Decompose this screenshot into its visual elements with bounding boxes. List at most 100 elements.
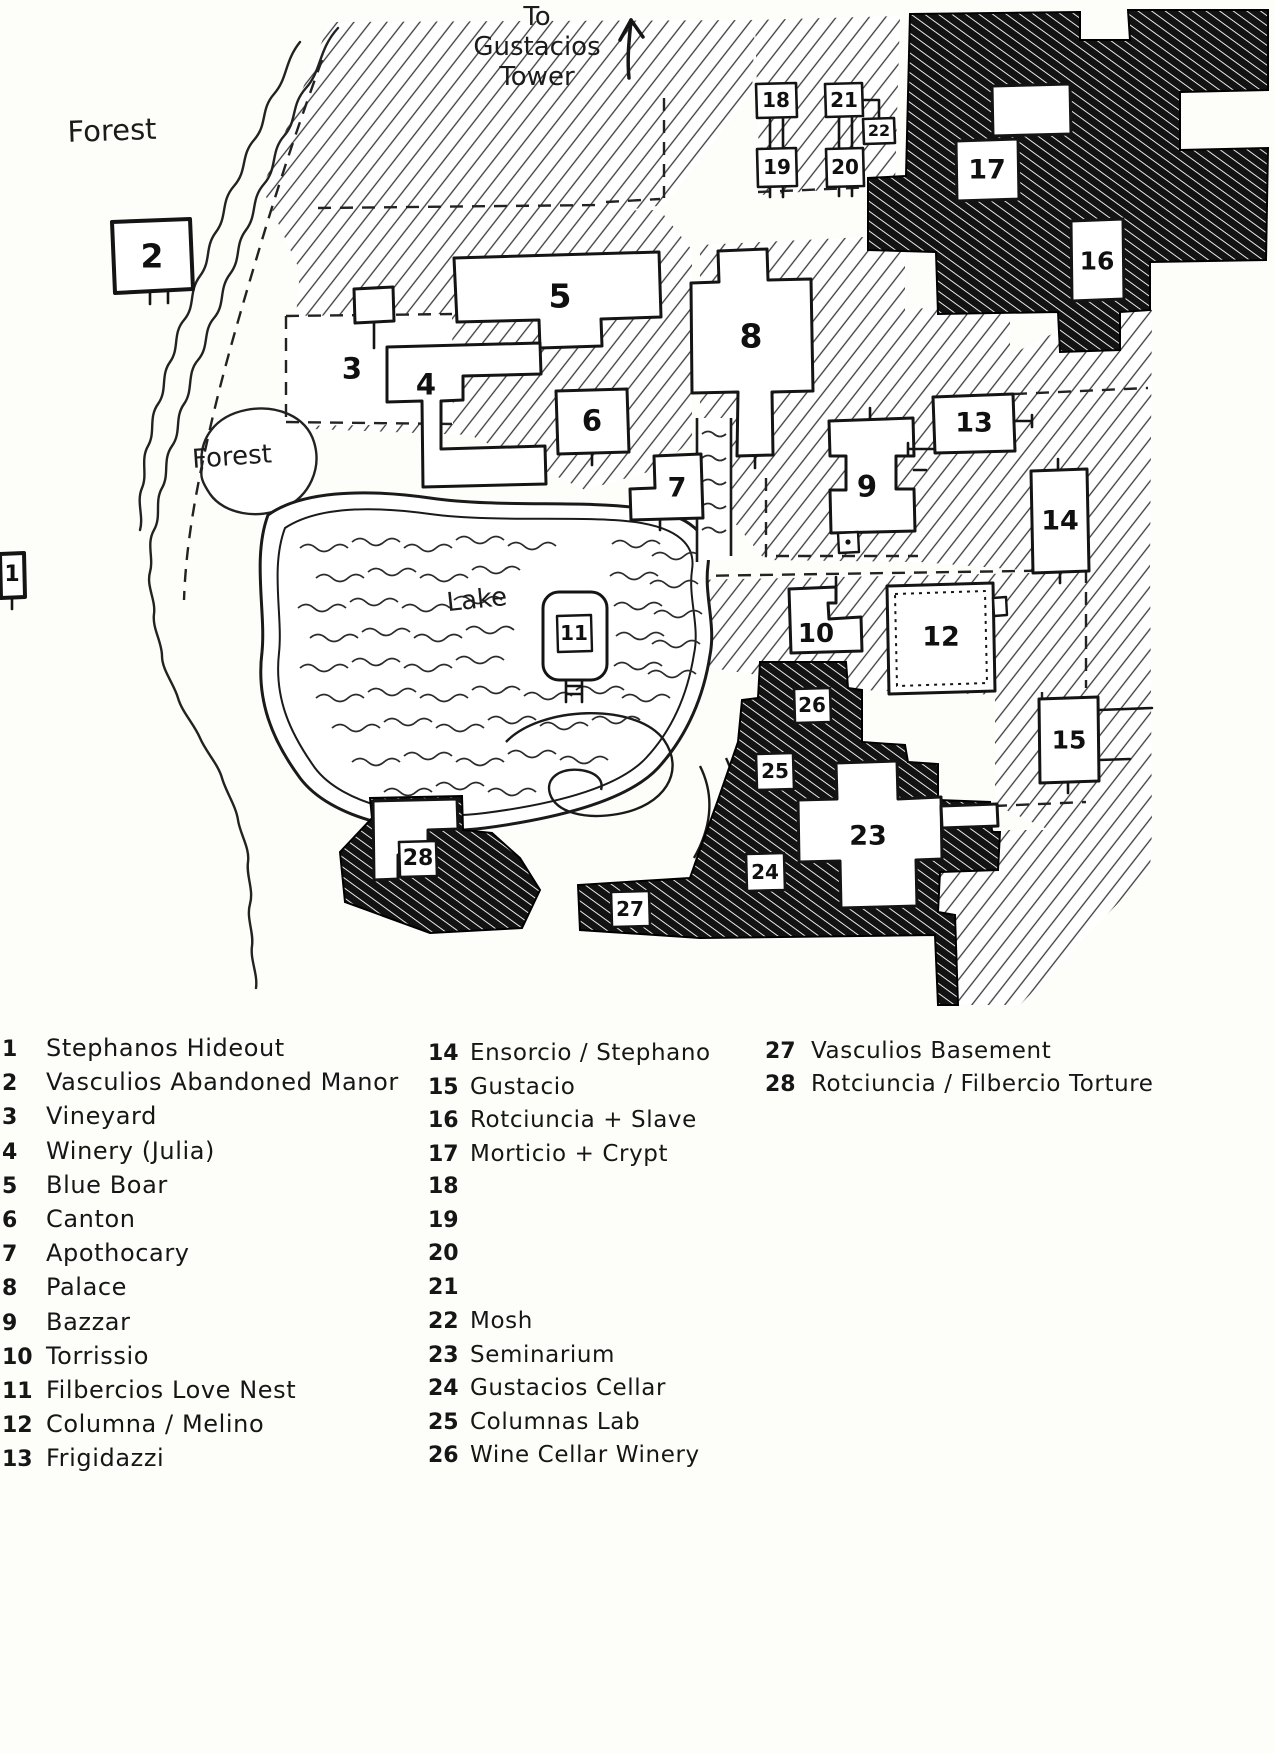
legend-item-label: Vasculios Basement xyxy=(811,1038,1052,1064)
black-district-north xyxy=(867,9,1270,354)
building-13 xyxy=(931,392,1017,455)
building-12-stones xyxy=(894,590,988,687)
legend-item: 22 Mosh xyxy=(428,1308,763,1342)
marker-box-20 xyxy=(824,146,866,189)
marker-25: 25 xyxy=(761,759,789,783)
legend-item: 15 Gustacio xyxy=(428,1074,763,1108)
building-16 xyxy=(1069,217,1126,303)
marker-9: 9 xyxy=(856,469,878,504)
building-top-white xyxy=(990,82,1073,138)
building-6 xyxy=(554,387,631,456)
marker-16: 16 xyxy=(1079,246,1115,276)
marker-box-28 xyxy=(397,839,439,879)
legend-item: 21 xyxy=(428,1275,763,1309)
legend-item-number: 10 xyxy=(2,1344,33,1370)
legend-item-label: Apothocary xyxy=(46,1239,190,1268)
building-23 xyxy=(796,759,944,910)
legend-item-label: Mosh xyxy=(470,1308,533,1334)
legend-item-number: 14 xyxy=(428,1041,459,1066)
legend-item: 17 Morticio + Crypt xyxy=(428,1141,763,1175)
map-area: To Gustacios Tower Forest Forest Lake 1 … xyxy=(0,2,1270,1006)
direction-note: To Gustacios Tower xyxy=(473,2,601,92)
legend-item: 4 Winery (Julia) xyxy=(2,1137,422,1171)
legend-item-number: 18 xyxy=(428,1174,459,1199)
building-1 xyxy=(0,551,27,600)
legend-item-label: Vineyard xyxy=(46,1102,157,1131)
legend-item-number: 16 xyxy=(428,1108,459,1133)
legend-item-label: Gustacio xyxy=(470,1073,576,1100)
marker-5: 5 xyxy=(548,276,572,316)
marker-26: 26 xyxy=(798,693,826,717)
building-14 xyxy=(1029,467,1091,575)
legend-item-label: Filbercios Love Nest xyxy=(46,1375,297,1404)
marker-21: 21 xyxy=(830,88,858,112)
legend-item-number: 25 xyxy=(428,1409,459,1435)
legend-item-number: 3 xyxy=(2,1105,18,1131)
marker-28: 28 xyxy=(402,846,434,871)
legend-item-number: 7 xyxy=(2,1242,18,1268)
legend-item: 19 xyxy=(428,1208,763,1242)
building-3 xyxy=(352,285,396,325)
legend-item-label: Blue Boar xyxy=(46,1170,168,1199)
legend-item-number: 11 xyxy=(2,1378,33,1404)
legend-item-number: 8 xyxy=(2,1276,18,1302)
building-11-box xyxy=(555,613,594,654)
marker-box-24 xyxy=(744,851,787,893)
building-2 xyxy=(110,217,195,295)
legend-item: 7 Apothocary xyxy=(2,1239,422,1273)
legend-item-label: Morticio + Crypt xyxy=(470,1140,669,1167)
building-12-annex xyxy=(991,595,1009,618)
forest-label-1: Forest xyxy=(66,111,158,149)
legend-item: 11 Filbercios Love Nest xyxy=(2,1376,422,1410)
legend-item-number: 21 xyxy=(428,1274,459,1300)
legend-item-number: 22 xyxy=(428,1309,459,1334)
marker-box-27 xyxy=(609,889,652,929)
legend-item-label: Palace xyxy=(46,1273,128,1302)
legend-item-label: Vasculios Abandoned Manor xyxy=(46,1068,399,1097)
legend-item-number: 15 xyxy=(428,1074,459,1100)
marker-10: 10 xyxy=(797,619,835,649)
legend-item-label: Frigidazzi xyxy=(46,1444,165,1473)
legend-item-label: Rotciuncia / Filbercio Torture xyxy=(811,1071,1154,1097)
building-17-box xyxy=(954,137,1021,203)
marker-13: 13 xyxy=(955,407,993,439)
marker-box-25 xyxy=(754,751,796,792)
marker-box-21 xyxy=(823,81,865,119)
marker-box-18 xyxy=(754,81,799,120)
marker-1: 1 xyxy=(4,562,20,587)
marker-4: 4 xyxy=(415,367,437,402)
legend-item-label: Stephanos Hideout xyxy=(46,1034,285,1062)
legend-item-number: 20 xyxy=(428,1241,459,1266)
legend-item: 3 Vineyard xyxy=(2,1102,422,1136)
marker-12: 12 xyxy=(922,621,960,653)
forest-label-2: Forest xyxy=(191,439,273,475)
building-8 xyxy=(689,247,815,458)
legend-item-label: Rotciuncia + Slave xyxy=(470,1107,697,1133)
marker-box-22 xyxy=(861,116,897,146)
legend-item-number: 17 xyxy=(428,1141,459,1167)
marker-24: 24 xyxy=(751,860,779,884)
legend-item-label: Gustacios Cellar xyxy=(470,1375,667,1401)
forest-edge-line xyxy=(138,26,340,990)
legend-item-number: 4 xyxy=(2,1139,18,1165)
marker-19: 19 xyxy=(763,155,791,179)
marker-27: 27 xyxy=(616,897,644,921)
legend-item-number: 12 xyxy=(2,1413,33,1439)
legend-item-label: Canton xyxy=(46,1204,136,1233)
legend-item: 20 xyxy=(428,1241,763,1275)
marker-17: 17 xyxy=(968,154,1006,186)
legend-item-label: Winery (Julia) xyxy=(46,1136,216,1165)
